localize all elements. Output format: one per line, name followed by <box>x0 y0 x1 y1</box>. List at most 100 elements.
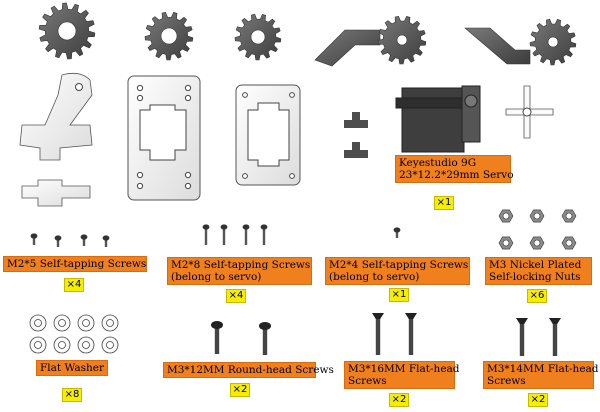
m2x4-qty: ×1 <box>389 288 409 302</box>
m2x8-screw <box>220 224 228 245</box>
m3x16-label-line1: M3*16MM Flat-head <box>348 363 460 375</box>
m3-nut <box>529 209 545 223</box>
m2x5-screw <box>80 234 88 246</box>
m3-nut-hole <box>565 212 573 220</box>
frame-plate-small <box>235 84 301 186</box>
servo-motor <box>395 85 481 153</box>
frame-plate-small-hole <box>289 173 295 179</box>
m3x16-screw-shank <box>375 313 381 355</box>
m2x5-screw-head <box>30 233 38 239</box>
servo-qty: ×1 <box>434 196 454 210</box>
frame-plate-small-cutout <box>247 102 290 167</box>
gear-arm-1-bar <box>314 29 381 67</box>
m2x8-screw <box>260 224 268 245</box>
m2x4-screw-shank <box>395 230 399 238</box>
m3x16-screw-head <box>372 313 384 319</box>
m3x16-label-line2: Screws <box>348 375 387 387</box>
m2x5-screw-shank <box>56 238 60 247</box>
m3x14-qty: ×2 <box>528 393 548 407</box>
m2x5-screw-head <box>80 234 88 240</box>
m2x4-screw <box>393 227 401 238</box>
gear-arm-2-bar <box>464 27 531 65</box>
m2x5-screw-shank <box>104 238 108 247</box>
m2x4-screws-label: M2*4 Self-tapping Screws (belong to serv… <box>325 257 470 285</box>
m3x14-screw-head <box>549 318 561 324</box>
frame-plate-small-hole <box>242 173 248 179</box>
flat-washer-hole <box>34 341 42 349</box>
m3-nut <box>498 209 514 223</box>
servo-horn-center <box>522 107 532 117</box>
m3-nuts-label-line2: Self-locking Nuts <box>489 271 581 283</box>
large-gear <box>38 2 96 60</box>
m2x4-label-line2: (belong to servo) <box>329 271 420 283</box>
m2x8-screw-head <box>260 224 268 230</box>
light-cross-plate <box>21 179 91 207</box>
m3-nut <box>561 236 577 250</box>
m3x14-screw <box>516 318 528 356</box>
spacer-part-2 <box>344 142 368 158</box>
m2x8-screw-shank <box>204 227 208 245</box>
flat-washer <box>53 336 71 354</box>
flat-washer <box>77 314 95 332</box>
m3x14-screw <box>549 318 561 356</box>
m3x12-screws-label: M3*12MM Round-head Screws <box>163 362 334 378</box>
m3-nut <box>498 236 514 250</box>
m2x8-screw-head <box>202 224 210 230</box>
medium-gear-2-hole <box>250 29 266 45</box>
frame-plate-large <box>127 75 201 201</box>
m3x12-screw-head <box>259 322 271 330</box>
frame-plate-large-hole <box>184 171 192 179</box>
m2x5-qty: ×4 <box>64 278 84 292</box>
m3-nut <box>529 236 545 250</box>
m3-nut-hole <box>502 239 510 247</box>
m3-nuts-qty: ×6 <box>527 289 547 303</box>
m2x5-screws-label: M2*5 Self-tapping Screws <box>3 256 147 272</box>
m3x12-screw-head <box>211 321 223 329</box>
servo-label: Keyestudio 9G 23*12.2*29mm Servo <box>395 155 514 183</box>
m3x16-screw-shank <box>408 313 414 355</box>
m2x8-screw-shank <box>222 227 226 245</box>
m2x8-screw-head <box>220 224 228 230</box>
gear-arm-1-hole <box>396 34 408 46</box>
m3x16-screw <box>405 313 417 355</box>
flat-washer <box>29 314 47 332</box>
washer-label: Flat Washer <box>36 360 108 376</box>
light-bracket <box>19 72 93 207</box>
gear-arm-2 <box>464 18 577 66</box>
m3-nut-hole <box>533 239 541 247</box>
servo-label-line1: Keyestudio 9G <box>399 157 477 169</box>
servo-shaft <box>464 94 478 108</box>
m2x5-screw-shank <box>32 236 36 245</box>
m2x8-screws-label: M2*8 Self-tapping Screws (belong to serv… <box>167 257 312 285</box>
m3x12-screw-shank <box>214 324 220 354</box>
m3x16-screw <box>372 313 384 355</box>
m3x16-screws-label: M3*16MM Flat-head Screws <box>344 361 460 389</box>
frame-plate-large-hole <box>184 84 192 92</box>
m2x4-screw-head <box>393 227 401 233</box>
frame-plate-small-hole <box>289 92 295 98</box>
flat-washer-hole <box>82 319 90 327</box>
m3x14-screws-label: M3*14MM Flat-head Screws <box>483 361 599 389</box>
gear-arm-1 <box>314 15 427 67</box>
m3-nut <box>561 209 577 223</box>
frame-plate-large-cutout <box>139 104 187 161</box>
large-gear-hole <box>57 21 77 41</box>
m3x14-screw-shank <box>519 318 525 356</box>
frame-plate-large-hole <box>184 182 192 190</box>
light-bracket-body <box>19 72 93 161</box>
m3x14-screw-shank <box>552 318 558 356</box>
frame-plate-large-hole <box>136 182 144 190</box>
m2x8-screw <box>242 224 250 245</box>
flat-washer-hole <box>34 319 42 327</box>
flat-washer-hole <box>106 341 114 349</box>
m2x8-screw <box>202 224 210 245</box>
servo-side <box>461 85 481 143</box>
flat-washer <box>53 314 71 332</box>
m3x12-screw-shank <box>262 325 268 355</box>
m2x8-qty: ×4 <box>226 289 246 303</box>
m3-nut-hole <box>502 212 510 220</box>
medium-gear-1 <box>144 11 194 61</box>
m3x12-screw <box>259 322 271 355</box>
